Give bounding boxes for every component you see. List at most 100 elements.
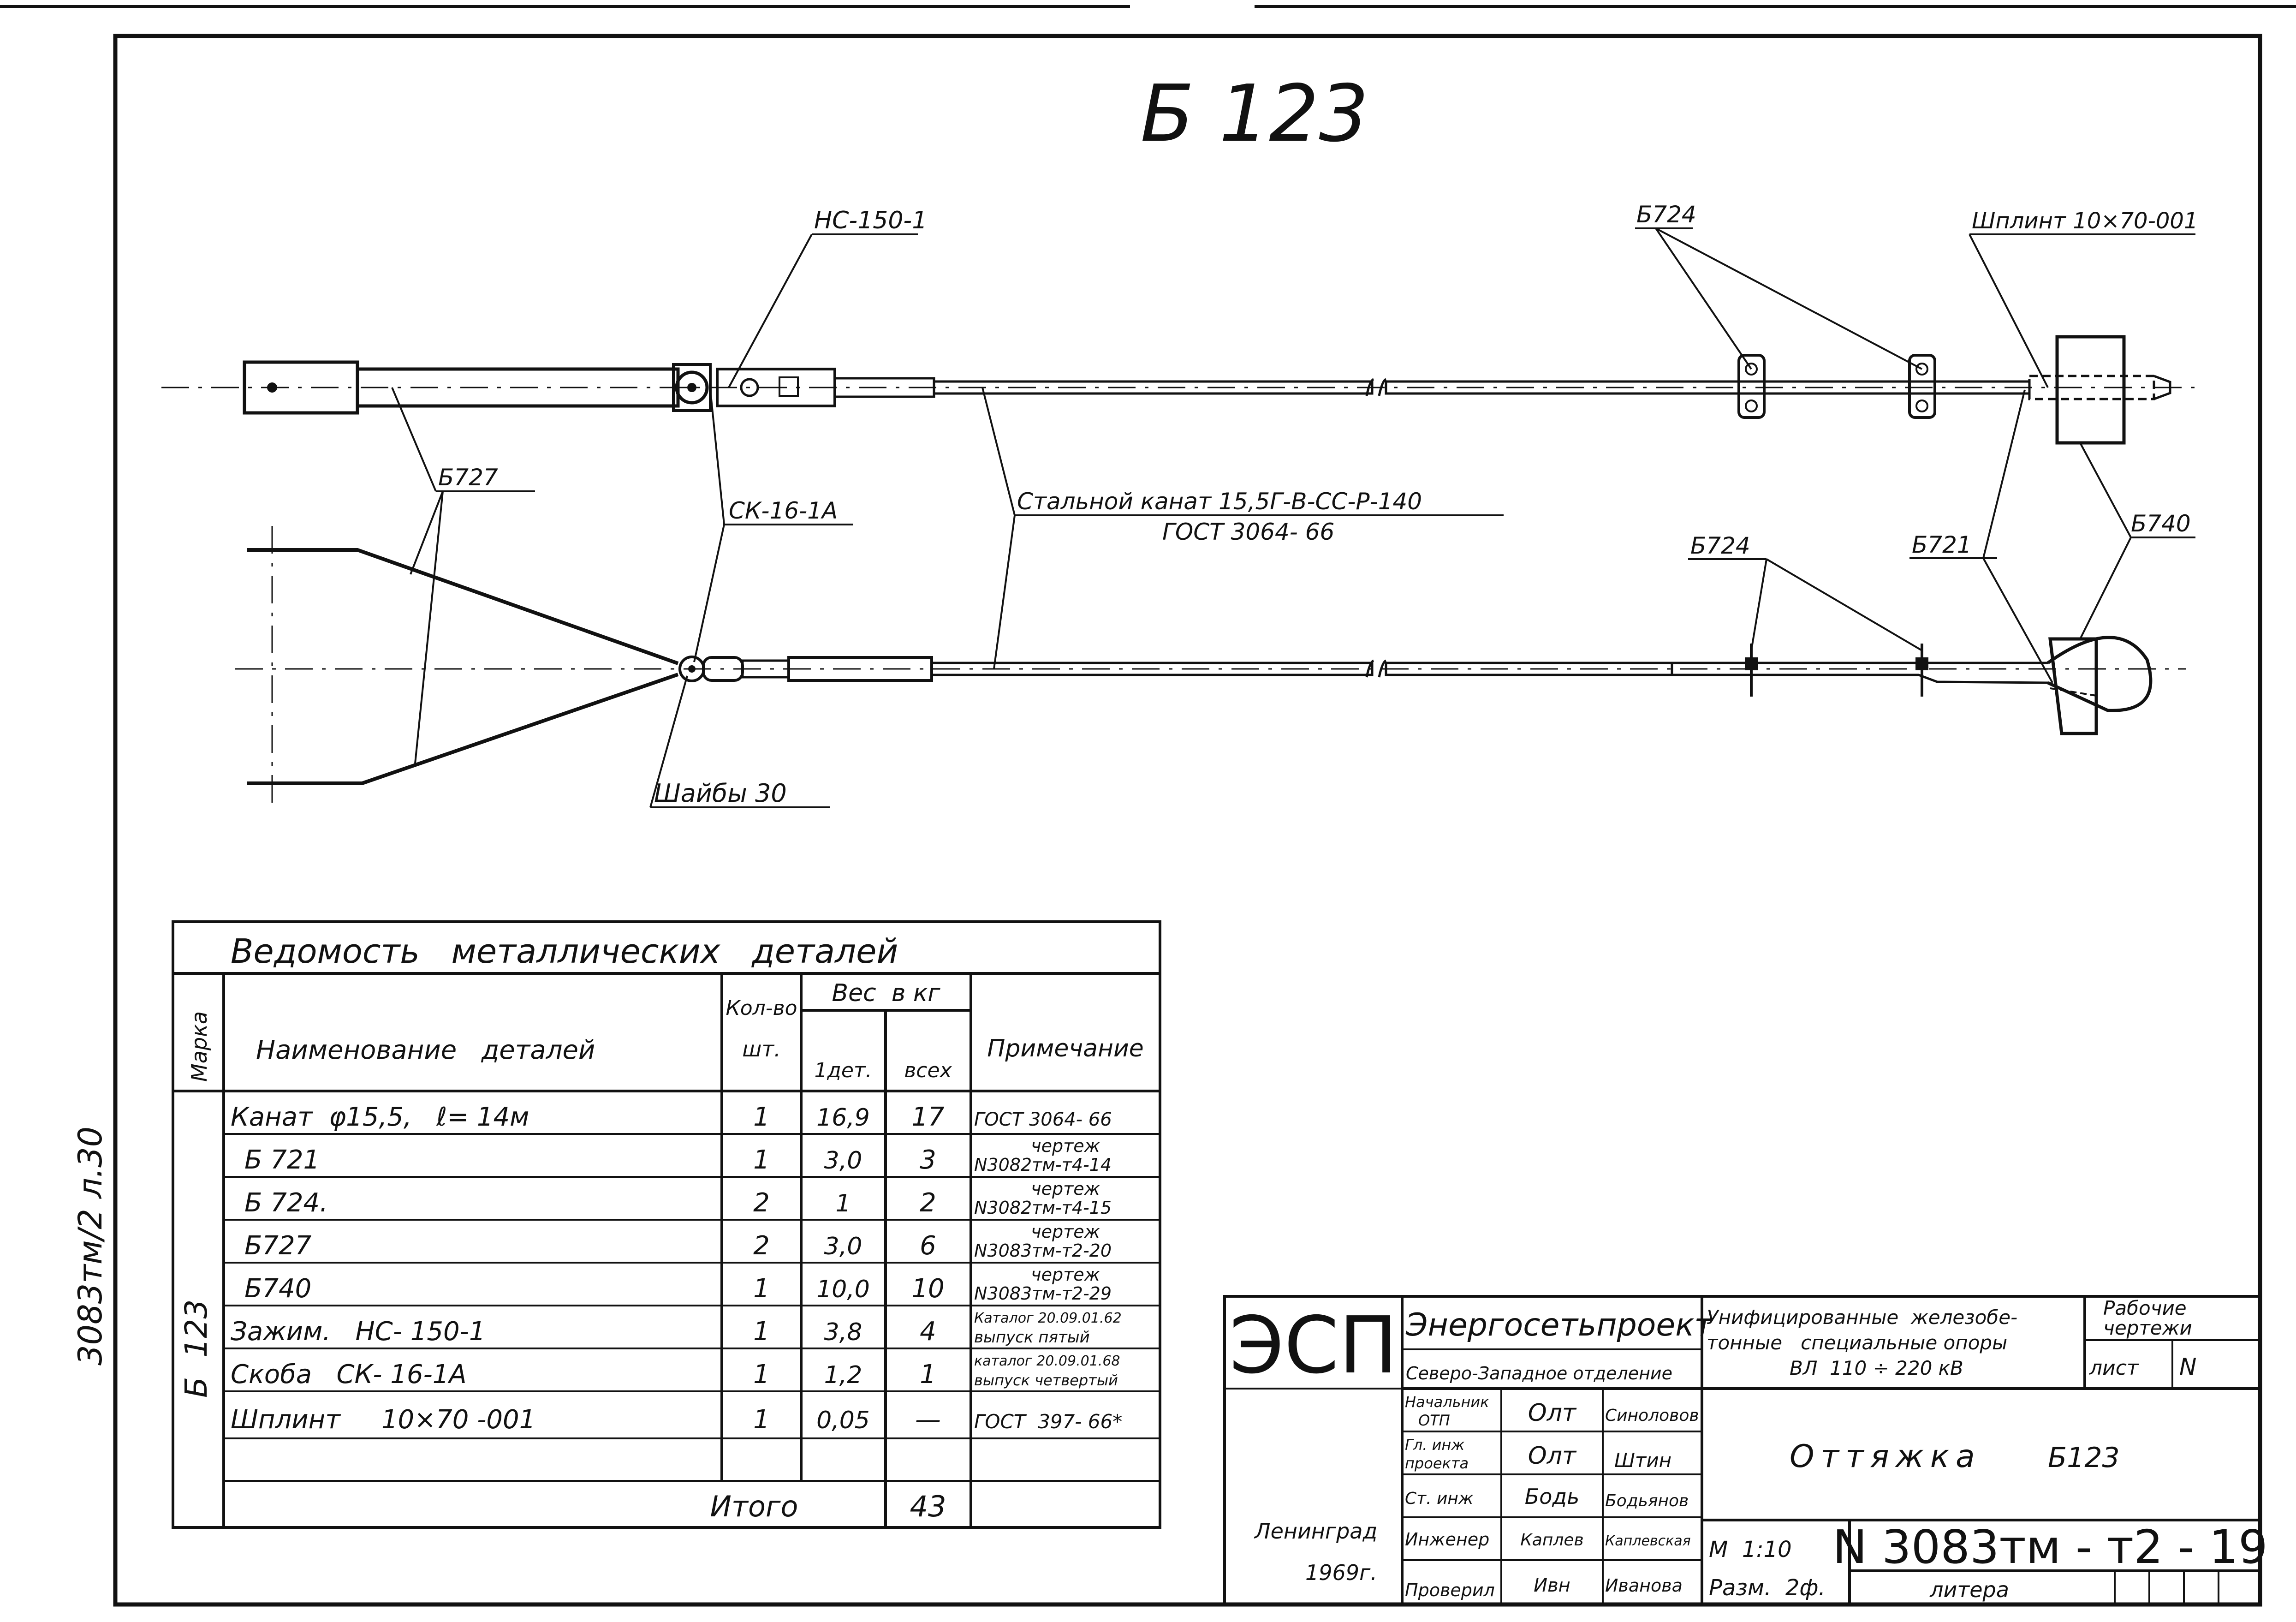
table-row: Скоба СК- 16-1А 1 1,2 1 каталог 20.09.01… bbox=[231, 1353, 1120, 1389]
role-line1: Инженер bbox=[1405, 1529, 1489, 1550]
cell-note-line1: ГОСТ 3064- 66 bbox=[974, 1109, 1112, 1130]
label-b740: Б740 bbox=[2131, 510, 2191, 537]
sheet-value: N bbox=[2179, 1354, 2196, 1380]
size-format: Разм. 2ф. bbox=[1709, 1575, 1826, 1601]
cell-note-line2: выпуск четвертый bbox=[974, 1372, 1118, 1389]
table-row: Канат φ15,5, ℓ= 14м 1 16,9 17 ГОСТ 3064-… bbox=[231, 1102, 1112, 1132]
label-b724-top: Б724 bbox=[1636, 201, 1696, 228]
header-mark: Марка bbox=[187, 1011, 212, 1082]
label-washers-30: Шайбы 30 bbox=[654, 779, 787, 808]
person-name: Каплевская bbox=[1605, 1533, 1691, 1549]
label-sk-16-1a: СК-16-1А bbox=[729, 497, 838, 524]
signature-row: Проверил Ивн Иванова bbox=[1405, 1575, 1683, 1600]
project-line1: Унифицированные железобе- bbox=[1707, 1306, 2017, 1329]
margin-archive-note: 3083тм/2 л.30 bbox=[71, 1127, 109, 1366]
cell-weight-one: 16,9 bbox=[816, 1104, 870, 1132]
cell-note-line2: N3082тм-т4-15 bbox=[974, 1198, 1112, 1218]
cell-weight-all: 1 bbox=[920, 1360, 936, 1389]
cell-weight-all: 2 bbox=[920, 1188, 936, 1218]
cell-weight-all: 10 bbox=[911, 1274, 944, 1304]
item-mark: Б123 bbox=[2048, 1442, 2120, 1474]
signature-row: Гл. инж проекта Олт Штин bbox=[1405, 1436, 1671, 1472]
title-block: ЭСП Энергосетьпроект Северо-Западное отд… bbox=[1223, 1295, 2268, 1606]
cell-note-line1: ГОСТ 397- 66* bbox=[974, 1410, 1122, 1433]
table-row: Б727 2 3,0 6 чертеж N3083тм-т2-20 bbox=[244, 1222, 1112, 1261]
label-steel-rope: Стальной канат 15,5Г-В-СС-Р-140 bbox=[1017, 488, 1422, 515]
cell-weight-one: 10,0 bbox=[816, 1276, 870, 1303]
sheet-label: лист bbox=[2089, 1356, 2139, 1380]
header-weight-one: 1дет. bbox=[814, 1059, 872, 1082]
label-b721: Б721 bbox=[1912, 531, 1972, 558]
label-hs-150-1: НС-150-1 bbox=[814, 207, 927, 234]
sheet-frame bbox=[0, 5, 2296, 1607]
role-line1: Проверил bbox=[1405, 1580, 1495, 1600]
cell-qty: 1 bbox=[753, 1317, 770, 1347]
callout-leaders bbox=[391, 227, 2195, 808]
org-name: Энергосетьпроект bbox=[1405, 1307, 1713, 1343]
person-name: Штин bbox=[1614, 1449, 1671, 1472]
cell-note-line2: N3083тм-т2-20 bbox=[974, 1240, 1112, 1261]
header-note: Примечание bbox=[987, 1035, 1144, 1062]
total-label: Итого bbox=[710, 1490, 798, 1523]
table-row: Шплинт 10×70 -001 1 0,05 — ГОСТ 397- 66* bbox=[231, 1405, 1122, 1435]
table-row: Зажим. НС- 150-1 1 3,8 4 Каталог 20.09.0… bbox=[231, 1310, 1122, 1347]
header-name: Наименование деталей bbox=[256, 1035, 595, 1065]
cell-weight-all: — bbox=[915, 1405, 941, 1435]
header-qty-line1: Кол-во bbox=[726, 996, 797, 1020]
header-weight: Вес в кг bbox=[832, 979, 940, 1007]
drawing-number: N 3083тм - т2 - 19 bbox=[1832, 1520, 2267, 1574]
parts-table: Ведомость металлических деталей Марка На… bbox=[172, 920, 1161, 1529]
cell-weight-one: 3,0 bbox=[824, 1147, 862, 1175]
signature: Бодь bbox=[1525, 1484, 1580, 1509]
cell-note-line2: выпуск пятый bbox=[974, 1328, 1090, 1347]
label-b724-bottom: Б724 bbox=[1690, 532, 1750, 559]
litera-label: литера bbox=[1929, 1577, 2009, 1602]
signature-row: Инженер Каплев Каплевская bbox=[1405, 1529, 1691, 1550]
role-line1: Ст. инж bbox=[1405, 1489, 1474, 1508]
cell-weight-all: 17 bbox=[911, 1102, 945, 1132]
cell-qty: 2 bbox=[753, 1188, 770, 1218]
group-mark-b123: Б 123 bbox=[178, 1300, 214, 1398]
cell-qty: 2 bbox=[753, 1231, 770, 1261]
cell-note-line1: каталог 20.09.01.68 bbox=[974, 1353, 1120, 1369]
signature: Каплев bbox=[1520, 1531, 1584, 1550]
header-qty-line2: шт. bbox=[742, 1037, 781, 1061]
total-value: 43 bbox=[910, 1490, 946, 1523]
role-line1: Начальник bbox=[1405, 1393, 1489, 1411]
role-line2: проекта bbox=[1405, 1455, 1469, 1472]
cell-name: Б727 bbox=[244, 1231, 312, 1261]
person-name: Синоловов bbox=[1605, 1406, 1699, 1425]
item-title: Оттяжка bbox=[1790, 1438, 1981, 1475]
cell-note-line1: чертеж bbox=[1031, 1136, 1100, 1156]
table-row: Б740 1 10,0 10 чертеж N3083тм-т2-29 bbox=[244, 1264, 1112, 1304]
cell-qty: 1 bbox=[753, 1360, 770, 1389]
bottom-assembly-view bbox=[235, 526, 2186, 810]
cell-weight-one: 3,0 bbox=[824, 1233, 862, 1260]
signature-row: Начальник ОТП Олт Синоловов bbox=[1405, 1393, 1699, 1429]
cell-name: Б740 bbox=[244, 1274, 311, 1304]
signature: Ивн bbox=[1534, 1575, 1570, 1596]
cell-qty: 1 bbox=[753, 1102, 770, 1132]
project-line2: тонные специальные опоры bbox=[1707, 1331, 2007, 1354]
cell-note-line1: чертеж bbox=[1031, 1179, 1100, 1199]
cell-weight-one: 1,2 bbox=[824, 1361, 862, 1389]
cell-note-line2: N3083тм-т2-29 bbox=[974, 1283, 1112, 1304]
cell-note-line2: N3082тм-т4-14 bbox=[974, 1155, 1112, 1175]
cell-weight-all: 6 bbox=[920, 1231, 936, 1261]
signature: Олт bbox=[1528, 1442, 1577, 1470]
stage-line1: Рабочие bbox=[2103, 1297, 2187, 1319]
top-assembly-view bbox=[161, 335, 2200, 445]
role-line2: ОТП bbox=[1418, 1412, 1450, 1429]
cell-qty: 1 bbox=[753, 1274, 770, 1304]
person-name: Бодьянов bbox=[1605, 1491, 1689, 1510]
project-line3: ВЛ 110 ÷ 220 кВ bbox=[1790, 1357, 1963, 1379]
org-branch: Северо-Западное отделение bbox=[1406, 1363, 1672, 1383]
cell-name: Канат φ15,5, ℓ= 14м bbox=[231, 1102, 529, 1132]
signature: Олт bbox=[1528, 1399, 1577, 1427]
cell-name: Скоба СК- 16-1А bbox=[231, 1360, 467, 1389]
cell-name: Б 724. bbox=[244, 1188, 328, 1218]
role-line1: Гл. инж bbox=[1405, 1436, 1464, 1454]
cell-qty: 1 bbox=[753, 1145, 770, 1175]
label-b727: Б727 bbox=[438, 464, 498, 491]
